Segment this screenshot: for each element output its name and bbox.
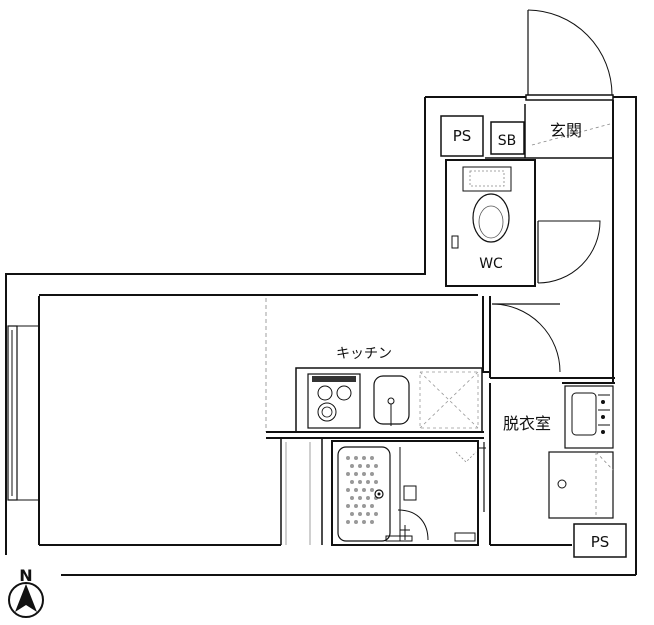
tub-dot xyxy=(358,464,362,468)
toilet-bowl xyxy=(472,193,510,243)
tub-dot xyxy=(362,456,366,460)
tub-dot xyxy=(354,520,358,524)
washing-machine-pan xyxy=(548,451,614,519)
shoe-box xyxy=(490,121,525,155)
toilet-tank xyxy=(462,166,512,192)
tub-dot xyxy=(346,488,350,492)
balcony-window xyxy=(7,325,39,501)
tub-dot xyxy=(370,456,374,460)
ps-bottom xyxy=(573,523,627,558)
tub-drain-pattern xyxy=(346,456,378,524)
entrance xyxy=(440,100,614,383)
north-arrow: N xyxy=(8,566,44,618)
tub-dot xyxy=(350,464,354,468)
ps-top xyxy=(440,115,484,157)
tub-dot xyxy=(358,480,362,484)
bathroom xyxy=(331,440,486,546)
tub-dot xyxy=(350,496,354,500)
label-toilet: WC xyxy=(479,256,503,272)
tub-dot xyxy=(362,504,366,508)
corridor-door xyxy=(491,303,561,373)
tub-dot xyxy=(346,472,350,476)
exterior-walls xyxy=(5,96,637,576)
label-kitchen: キッチン xyxy=(336,346,392,362)
tub-dot xyxy=(366,496,370,500)
tub-dot xyxy=(370,504,374,508)
tub-dot xyxy=(354,472,358,476)
tub-dot xyxy=(346,456,350,460)
tub-dot xyxy=(366,512,370,516)
label-entrance: 玄関 xyxy=(550,121,582,140)
tub-dot xyxy=(374,512,378,516)
tub-dot xyxy=(346,520,350,524)
label-ps-top: PS xyxy=(453,127,472,145)
tub-dot xyxy=(350,512,354,516)
label-ps-bottom: PS xyxy=(591,533,610,551)
tub-dot xyxy=(366,464,370,468)
tub-dot xyxy=(366,480,370,484)
stove xyxy=(307,373,361,429)
label-shoe-box: SB xyxy=(498,133,517,149)
tub-dot xyxy=(362,488,366,492)
tub-dot xyxy=(358,496,362,500)
north-label: N xyxy=(19,566,32,585)
tub-dot xyxy=(362,520,366,524)
label-washroom: 脱衣室 xyxy=(503,414,551,433)
tub-dot xyxy=(354,504,358,508)
tub-dot xyxy=(370,520,374,524)
tub-dot xyxy=(350,480,354,484)
interior-walls xyxy=(482,296,615,546)
tub-dot xyxy=(358,512,362,516)
kitchen xyxy=(265,298,484,439)
toilet-room xyxy=(445,159,601,287)
north-arrow-icon xyxy=(15,584,37,612)
front-door xyxy=(525,9,614,101)
bathtub xyxy=(337,446,391,542)
washroom xyxy=(548,385,627,558)
tub-dot xyxy=(374,480,378,484)
closet xyxy=(280,438,323,545)
tub-dot xyxy=(354,456,358,460)
tub-dot xyxy=(370,488,374,492)
tub-dot xyxy=(346,504,350,508)
tub-dot xyxy=(354,488,358,492)
tub-dot xyxy=(374,464,378,468)
tub-dot xyxy=(362,472,366,476)
tub-dot xyxy=(370,472,374,476)
